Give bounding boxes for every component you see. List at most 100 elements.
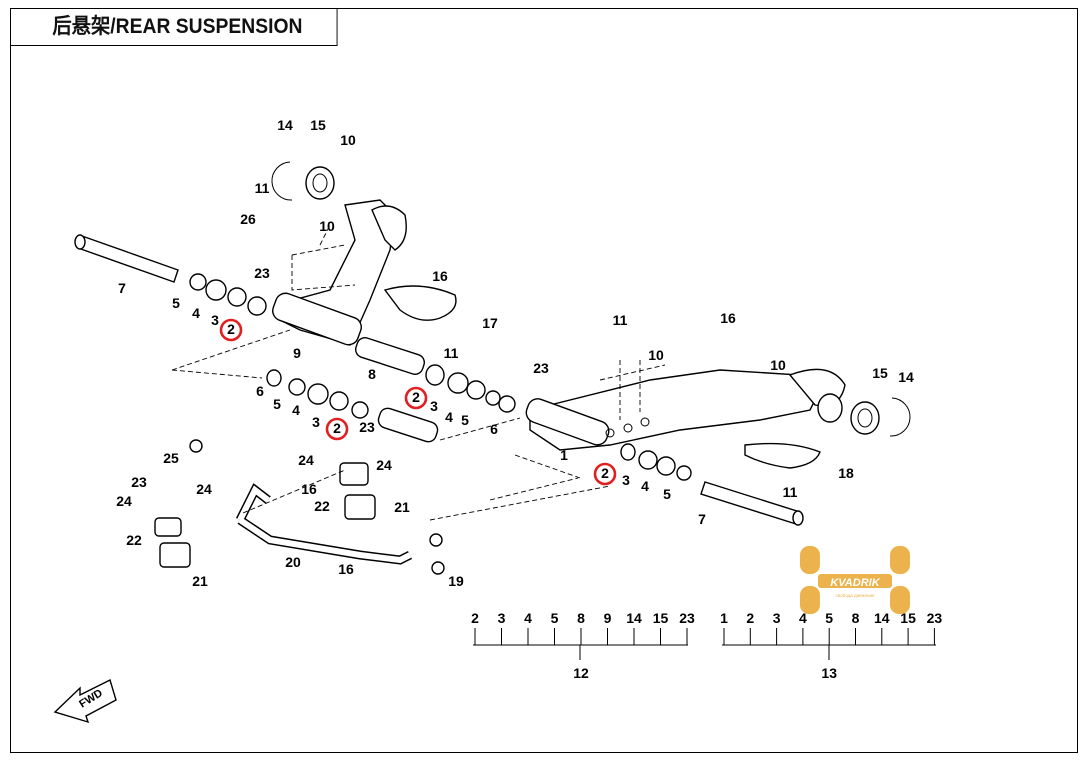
callout-22: 22 [314, 498, 330, 514]
callout-10: 10 [319, 218, 335, 234]
highlight-part-2-a [219, 318, 243, 342]
callout-5: 5 [172, 295, 180, 311]
callout-21: 21 [192, 573, 208, 589]
kit-13-part-14: 14 [874, 610, 890, 626]
callout-24: 24 [298, 452, 314, 468]
highlight-part-2-c [325, 417, 349, 441]
callout-8: 8 [368, 366, 376, 382]
callout-2: 2 [412, 389, 420, 405]
callout-3: 3 [312, 414, 320, 430]
callout-4: 4 [641, 478, 649, 494]
callout-10: 10 [770, 357, 786, 373]
kit-12-part-2: 2 [471, 610, 479, 626]
kit-13-part-2: 2 [746, 610, 754, 626]
kit-13-part-23: 23 [927, 610, 943, 626]
kit-13-part-3: 3 [773, 610, 781, 626]
callout-23: 23 [131, 474, 147, 490]
callout-16: 16 [338, 561, 354, 577]
callout-25: 25 [163, 450, 179, 466]
callout-4: 4 [445, 409, 453, 425]
callout-14: 14 [277, 117, 293, 133]
callout-17: 17 [482, 315, 498, 331]
bushings-left [189, 273, 267, 316]
kit-13-part-1: 1 [720, 610, 728, 626]
bushings-right [620, 443, 692, 481]
part2-highlights [219, 318, 617, 486]
callout-6: 6 [490, 421, 498, 437]
callout-11: 11 [783, 484, 798, 500]
kit-12-part-9: 9 [604, 610, 612, 626]
callout-18: 18 [838, 465, 854, 481]
kit-13-label: 13 [821, 665, 837, 681]
callout-14: 14 [898, 369, 914, 385]
kit-12-part-3: 3 [498, 610, 506, 626]
right-swingarm [525, 368, 846, 451]
callout-23: 23 [254, 265, 270, 281]
bushings-middle [266, 364, 516, 443]
kit-13-part-15: 15 [900, 610, 916, 626]
callout-4: 4 [192, 305, 200, 321]
callout-16: 16 [432, 268, 448, 284]
callout-24: 24 [196, 481, 212, 497]
watermark-logo: KVADRIK свобода движения [798, 544, 913, 616]
callout-5: 5 [461, 412, 469, 428]
callout-16: 16 [301, 481, 317, 497]
callout-2: 2 [333, 420, 341, 436]
diagram-frame [10, 8, 1078, 753]
callout-5: 5 [663, 486, 671, 502]
callout-11: 11 [255, 180, 270, 196]
callout-3: 3 [622, 472, 630, 488]
callout-2: 2 [227, 321, 235, 337]
callout-22: 22 [126, 532, 142, 548]
kit-12-label: 12 [573, 665, 589, 681]
kit-12-part-15: 15 [653, 610, 669, 626]
callout-24: 24 [376, 457, 392, 473]
callout-21: 21 [394, 499, 410, 515]
callout-24: 24 [116, 493, 132, 509]
callout-23: 23 [359, 419, 375, 435]
kit-12-part-5: 5 [551, 610, 559, 626]
callout-1: 1 [560, 447, 568, 463]
callout-10: 10 [340, 132, 356, 148]
callout-7: 7 [698, 511, 706, 527]
callout-26: 26 [240, 211, 256, 227]
kit-13-part-8: 8 [852, 610, 860, 626]
callout-15: 15 [310, 117, 326, 133]
kit-12-part-8: 8 [577, 610, 585, 626]
page-title: 后悬架/REAR SUSPENSION [10, 8, 338, 46]
stabilizer-bar [154, 439, 445, 575]
kit-12-part-4: 4 [524, 610, 532, 626]
assembly-lines [171, 224, 666, 521]
watermark-brand: KVADRIK [830, 577, 880, 589]
kit-13-part-5: 5 [825, 610, 833, 626]
watermark-tagline: свобода движения [836, 593, 875, 598]
callout-20: 20 [285, 554, 301, 570]
callout-7: 7 [118, 280, 126, 296]
kit-13-part-4: 4 [799, 610, 807, 626]
kit-12-part-23: 23 [679, 610, 695, 626]
callout-10: 10 [648, 347, 664, 363]
right-bearing [817, 393, 911, 437]
shaft-right [700, 481, 804, 526]
callout-15: 15 [872, 365, 888, 381]
callout-3: 3 [211, 312, 219, 328]
highlight-part-2-d [593, 462, 617, 486]
highlight-part-2-b [404, 386, 428, 410]
callout-11: 11 [613, 312, 628, 328]
left-bearing [271, 161, 335, 201]
callout-23: 23 [533, 360, 549, 376]
callout-9: 9 [293, 345, 301, 361]
callout-3: 3 [430, 398, 438, 414]
left-swingarm [272, 199, 457, 346]
callout-16: 16 [720, 310, 736, 326]
shaft-left [74, 234, 179, 283]
callout-11: 11 [444, 345, 459, 361]
callout-2: 2 [601, 465, 609, 481]
callout-5: 5 [273, 396, 281, 412]
callout-4: 4 [292, 402, 300, 418]
fwd-arrow: FWD [53, 679, 117, 724]
callout-6: 6 [256, 383, 264, 399]
